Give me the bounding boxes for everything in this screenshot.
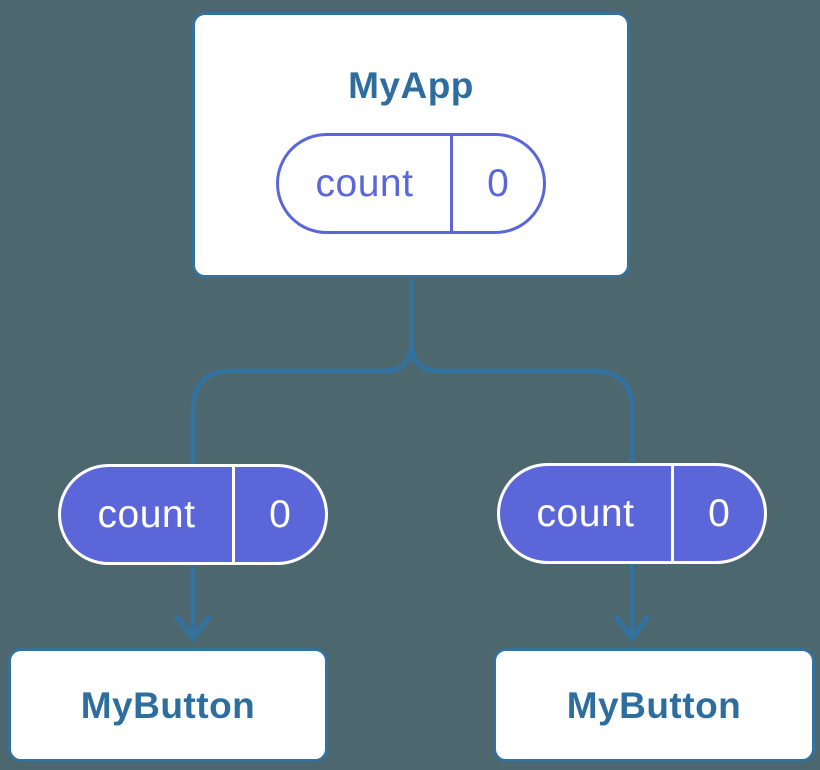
prop-pill-right: count 0 [497, 463, 767, 564]
state-pill-name: count [315, 162, 414, 205]
connector-branch-right [409, 279, 635, 637]
component-node-myapp: MyApp count 0 [192, 12, 630, 278]
prop-pill-left: count 0 [58, 464, 328, 565]
prop-pill-value: 0 [269, 493, 291, 536]
component-node-mybutton-left: MyButton [8, 648, 328, 762]
component-label-mybutton-left: MyButton [80, 684, 256, 726]
state-pill-value: 0 [487, 162, 509, 205]
prop-pill-name: count [536, 492, 635, 535]
state-pill-myapp: count 0 [276, 133, 546, 234]
prop-pill-name: count [97, 493, 196, 536]
connector-branch-left [190, 279, 414, 637]
component-label-myapp: MyApp [348, 65, 474, 106]
state-pill-divider [450, 136, 453, 231]
prop-pill-value: 0 [708, 492, 730, 535]
component-label-mybutton-right: MyButton [566, 684, 742, 726]
prop-pill-divider [671, 466, 674, 561]
arrowhead-right-icon [612, 614, 652, 643]
arrowhead-left-icon [173, 614, 213, 643]
component-node-mybutton-right: MyButton [493, 648, 815, 762]
